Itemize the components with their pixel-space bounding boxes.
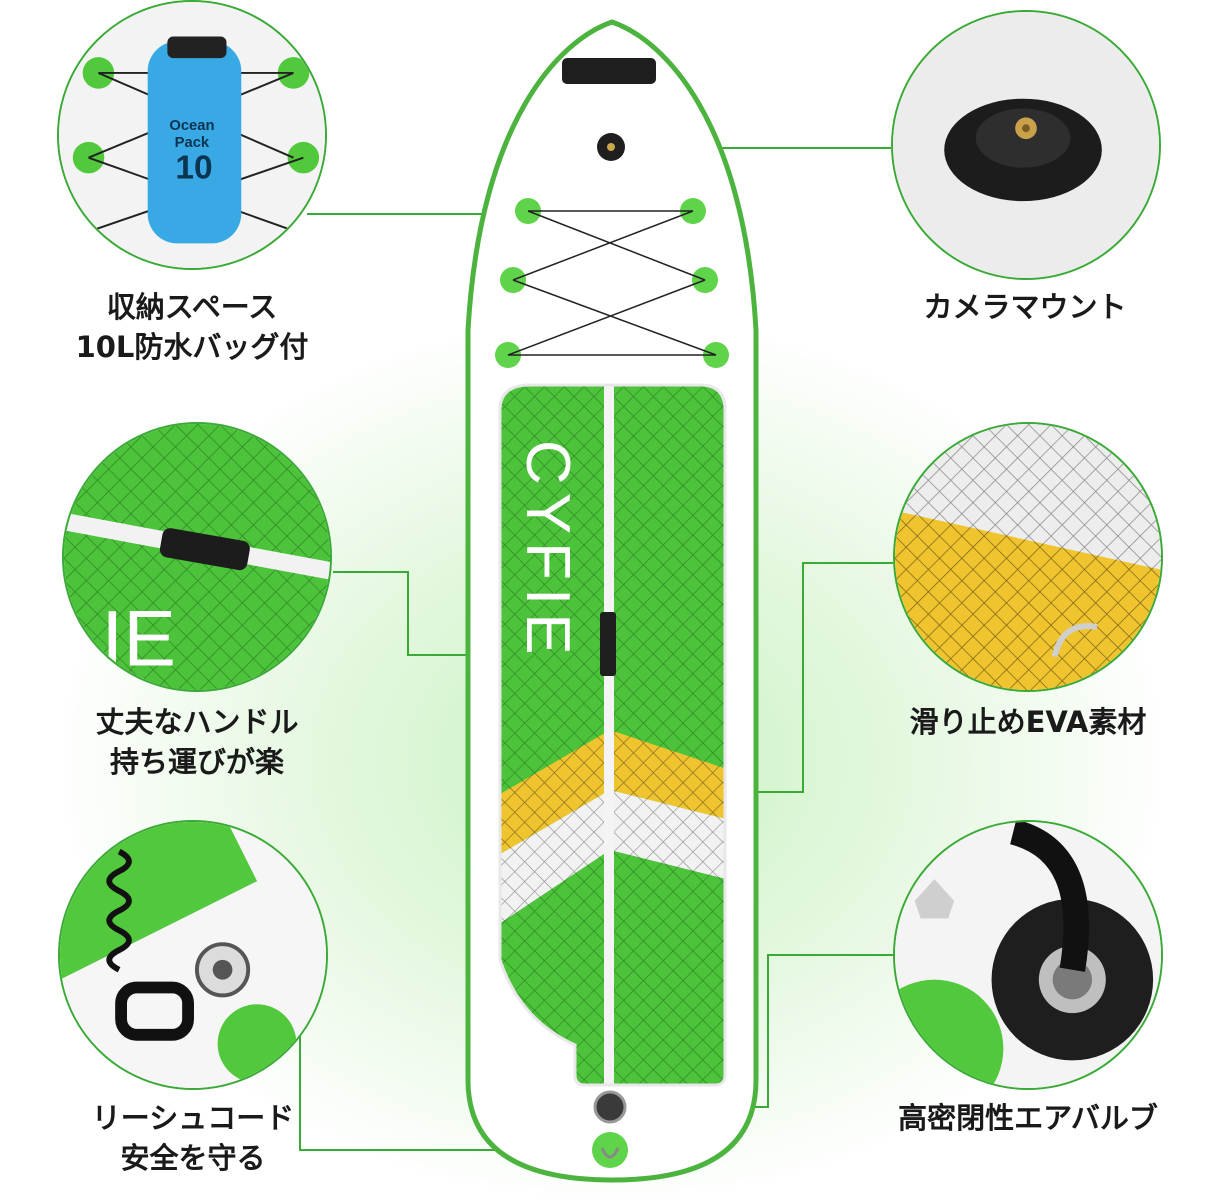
leash-label: リーシュコード 安全を守る	[91, 1101, 295, 1175]
handle-icon	[159, 528, 250, 571]
camera-detail-circle	[891, 10, 1161, 280]
board-air-valve	[593, 1090, 627, 1124]
storage-detail-circle: Ocean Pack 10	[57, 0, 327, 270]
deck-pad	[500, 385, 725, 1085]
board-tail-ring	[592, 1132, 628, 1168]
bag-text-line3: 10	[175, 149, 212, 186]
camera-label: カメラマウント	[923, 290, 1127, 324]
board-side-handle	[600, 612, 616, 676]
eva-label: 滑り止めEVA素材	[909, 705, 1147, 739]
valve-label: 高密閉性エアバルブ	[898, 1101, 1158, 1135]
leash-detail-circle	[58, 820, 328, 1090]
storage-label: 収納スペース 10L防水バッグ付	[75, 290, 309, 364]
bag-text-line2: Pack	[175, 135, 210, 151]
nose-handle	[562, 58, 656, 84]
valve-detail-circle	[893, 820, 1163, 1090]
coiled-leash-icon	[106, 848, 132, 973]
bag-text-line1: Ocean	[169, 118, 214, 134]
handle-detail-circle: IE	[62, 422, 332, 692]
pump-hose-icon	[1009, 822, 1090, 972]
d-ring-icon	[1051, 623, 1098, 658]
svg-text:Ocean Pack 10: Ocean Pack 10	[169, 118, 218, 186]
ankle-cuff-icon	[115, 981, 194, 1041]
handle-label: 丈夫なハンドル 持ち運びが楽	[95, 705, 299, 779]
dry-bag-icon	[147, 41, 242, 244]
board-logo: CYFIE	[513, 440, 582, 663]
bungee-cords	[507, 210, 717, 356]
eva-detail-circle	[893, 422, 1163, 692]
